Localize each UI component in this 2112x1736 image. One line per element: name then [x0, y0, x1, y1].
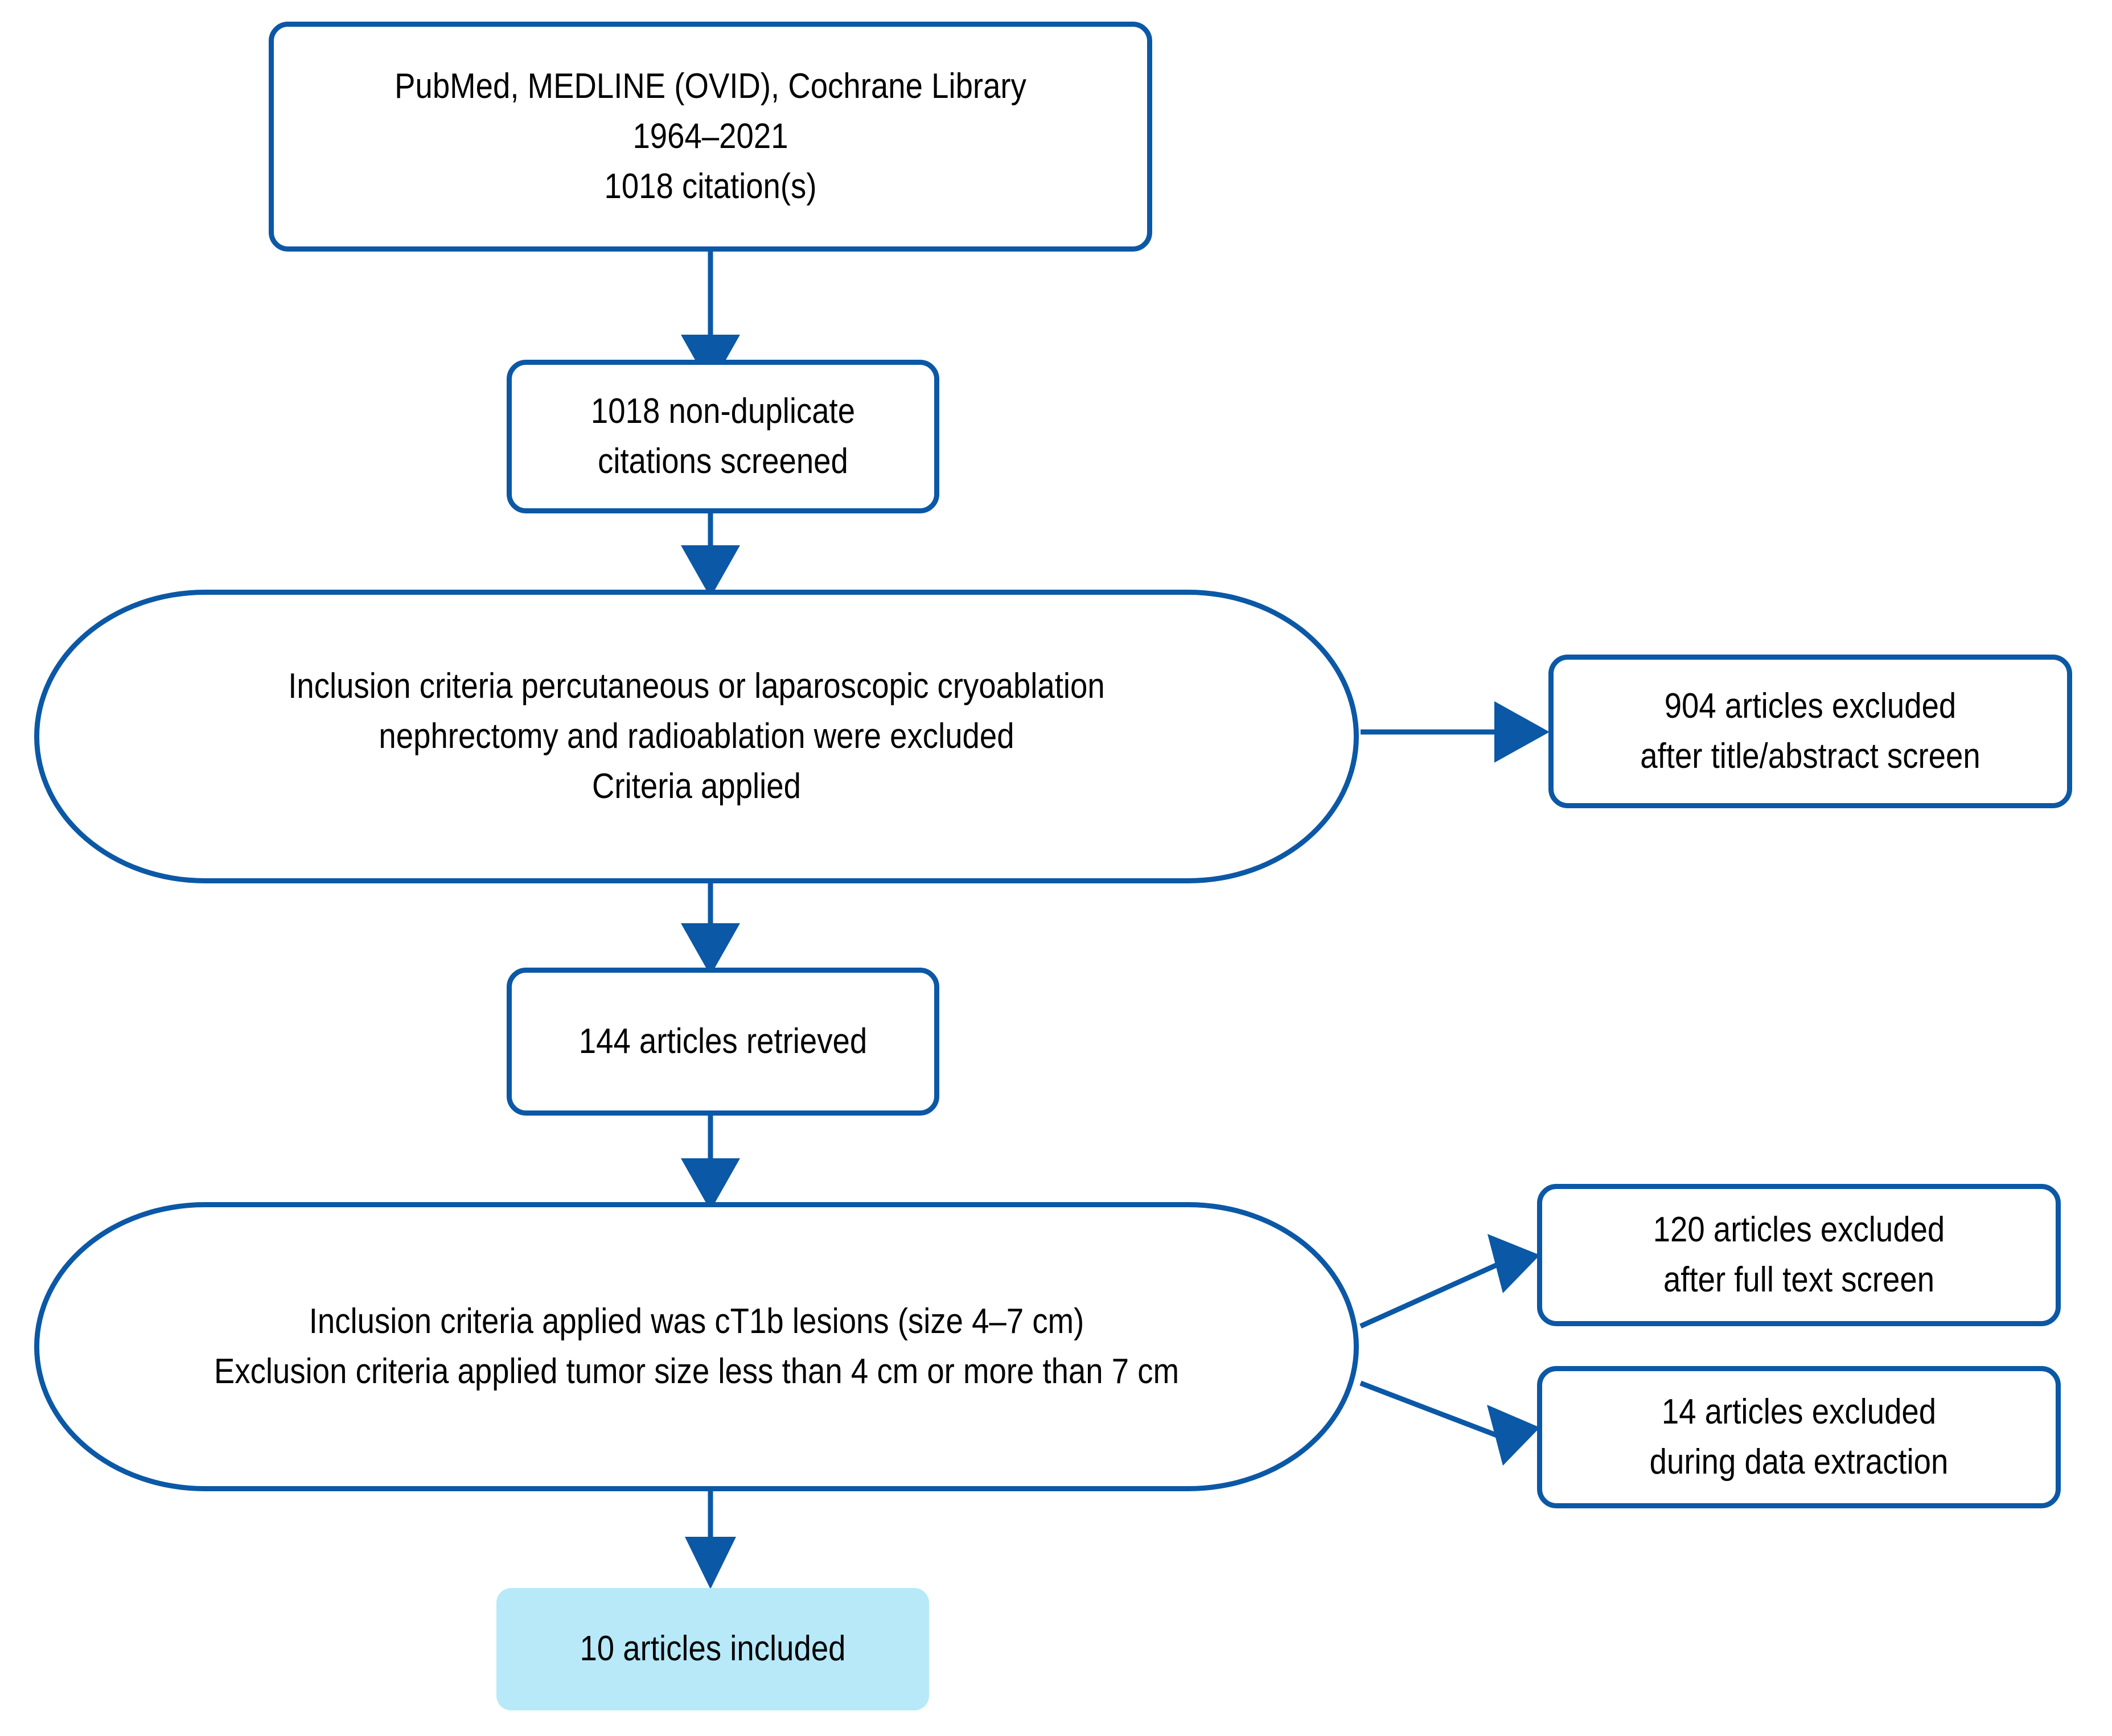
node-excluded-after-full-text: 120 articles excluded after full text sc…	[1537, 1184, 2061, 1326]
node-inclusion-criteria-2: Inclusion criteria applied was cT1b lesi…	[34, 1202, 1359, 1491]
node-articles-retrieved: 144 articles retrieved	[507, 968, 939, 1116]
node-non-duplicate-citations-label: 1018 non-duplicate citations screened	[590, 391, 856, 481]
node-excluded-after-full-text-label: 120 articles excluded after full text sc…	[1653, 1210, 1945, 1299]
edge-inclusion1-to-retrieved	[681, 883, 740, 976]
edge-inclusion2-to-included	[685, 1491, 736, 1589]
node-articles-included: 10 articles included	[496, 1588, 929, 1710]
edge-retrieved-to-inclusion2	[681, 1116, 740, 1211]
node-articles-retrieved-label: 144 articles retrieved	[578, 1021, 868, 1061]
node-excluded-during-data-extraction-label: 14 articles excluded during data extract…	[1649, 1392, 1949, 1482]
edge-inclusion2-to-excluded14	[1359, 1380, 1540, 1466]
node-articles-included-label: 10 articles included	[580, 1629, 846, 1669]
edge-inclusion2-to-excluded120	[1359, 1234, 1540, 1329]
edge-inclusion1-to-excluded904	[1361, 701, 1550, 763]
node-excluded-after-title-abstract: 904 articles excluded after title/abstra…	[1548, 655, 2072, 808]
node-sources-label: PubMed, MEDLINE (OVID), Cochrane Library…	[395, 66, 1026, 207]
node-sources: PubMed, MEDLINE (OVID), Cochrane Library…	[269, 22, 1152, 252]
node-inclusion-criteria-1: Inclusion criteria percutaneous or lapar…	[34, 590, 1359, 883]
edge-nonduplicate-to-inclusion1	[681, 513, 740, 598]
node-non-duplicate-citations: 1018 non-duplicate citations screened	[507, 360, 939, 513]
node-excluded-during-data-extraction: 14 articles excluded during data extract…	[1537, 1366, 2061, 1508]
node-excluded-after-title-abstract-label: 904 articles excluded after title/abstra…	[1640, 686, 1980, 776]
node-inclusion-criteria-2-label: Inclusion criteria applied was cT1b lesi…	[213, 1301, 1180, 1391]
node-inclusion-criteria-1-label: Inclusion criteria percutaneous or lapar…	[288, 666, 1105, 807]
